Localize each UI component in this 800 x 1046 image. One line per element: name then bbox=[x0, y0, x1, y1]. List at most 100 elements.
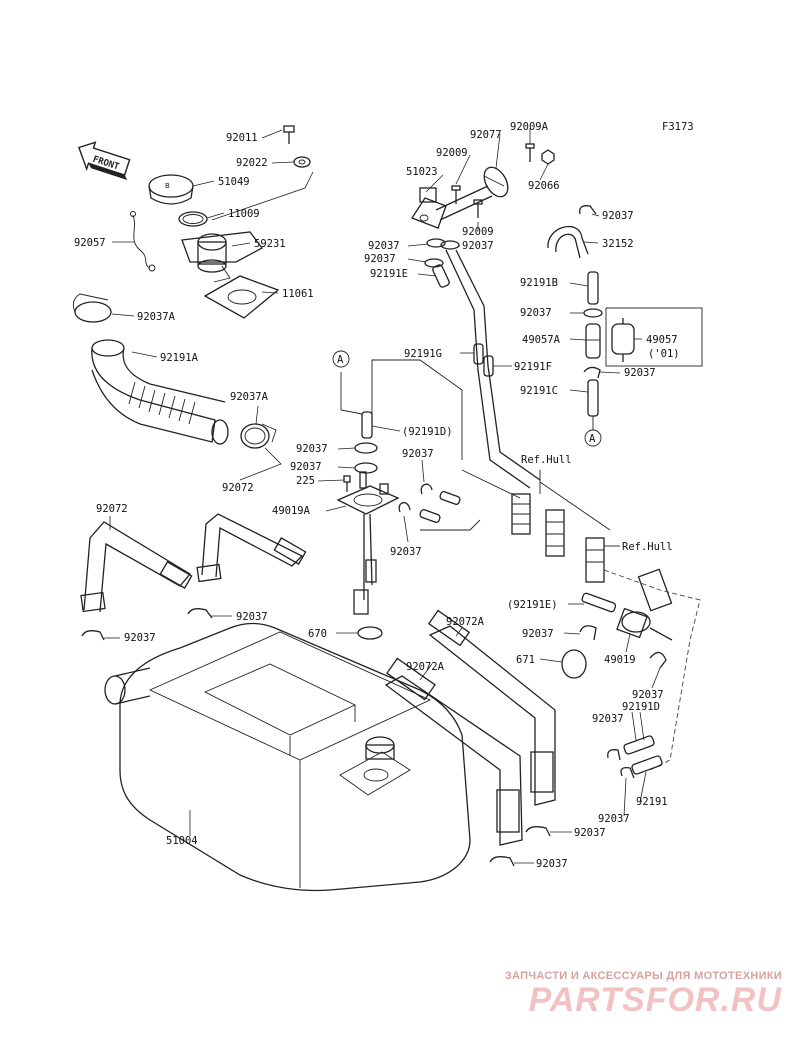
gasket-11009[interactable] bbox=[178, 211, 208, 227]
hose-92191[interactable] bbox=[631, 755, 663, 775]
valve-clamps[interactable] bbox=[424, 238, 460, 268]
hose-92191D-small[interactable] bbox=[361, 411, 373, 439]
hose-pieces-center[interactable] bbox=[398, 483, 461, 523]
label-49057-year: ('01) bbox=[648, 348, 680, 360]
svg-text:A: A bbox=[589, 433, 596, 445]
label-51004: 51004 bbox=[166, 835, 198, 847]
label-51049: 51049 bbox=[218, 176, 250, 188]
bolt-92009-lower[interactable] bbox=[473, 199, 483, 218]
fuel-tank-51004[interactable] bbox=[104, 622, 471, 892]
hull-clip-2[interactable] bbox=[545, 509, 565, 557]
leader-group-filler bbox=[211, 171, 314, 221]
svg-text:B: B bbox=[165, 182, 170, 190]
clamp-92037-right-low[interactable] bbox=[583, 366, 601, 379]
watermark-tagline: ЗАПЧАСТИ И АКСЕССУАРЫ ДЛЯ МОТОТЕХНИКИ bbox=[504, 970, 782, 982]
label-92066: 92066 bbox=[528, 180, 560, 192]
nut-92066[interactable] bbox=[541, 149, 555, 165]
fitting-49057A[interactable] bbox=[585, 323, 601, 359]
label-92191D: 92191D bbox=[622, 701, 660, 713]
label-92037-left-1: 92037 bbox=[236, 611, 268, 623]
hose-92191B[interactable] bbox=[587, 271, 599, 305]
clamp-92037-top-right[interactable] bbox=[579, 205, 597, 215]
hull-clip-4[interactable] bbox=[637, 568, 673, 612]
label-51023: 51023 bbox=[406, 166, 438, 178]
label-11009: 11009 bbox=[228, 208, 260, 220]
label-92057: 92057 bbox=[74, 237, 106, 249]
front-arrow-icon: FRONT bbox=[78, 141, 131, 181]
clamp-92037A-upper[interactable] bbox=[72, 293, 112, 323]
hose-92191E-lower[interactable] bbox=[581, 592, 617, 613]
fuel-pickup-49019A[interactable] bbox=[336, 471, 400, 615]
bolt-92011[interactable] bbox=[283, 125, 295, 144]
fuel-filter-49019[interactable] bbox=[616, 607, 673, 641]
hose-92191D[interactable] bbox=[623, 735, 655, 755]
clamp-92037-left-1[interactable] bbox=[187, 608, 213, 619]
label-59231: 59231 bbox=[254, 238, 286, 250]
label-49057: 49057 bbox=[646, 334, 678, 346]
hose-92191E-upper[interactable] bbox=[432, 264, 450, 288]
valve-body-51023[interactable] bbox=[411, 185, 493, 229]
watermark-brand: PARTSFOR.RU bbox=[528, 981, 782, 1019]
hose-92191C[interactable] bbox=[587, 379, 599, 417]
filler-cap-51049[interactable]: B bbox=[148, 174, 194, 205]
strap-92072A-upper[interactable] bbox=[427, 609, 556, 806]
label-92037-top-right: 92037 bbox=[602, 210, 634, 222]
label-92037-valve-1: 92037 bbox=[368, 240, 400, 252]
label-92037-lower-right: 92037 bbox=[592, 713, 624, 725]
hose-92191G[interactable] bbox=[473, 343, 484, 365]
hull-clip-3[interactable] bbox=[585, 537, 605, 583]
label-92037-valve-2: 92037 bbox=[364, 253, 396, 265]
label-ref-hull-1: Ref.Hull bbox=[521, 454, 572, 466]
strap-92072-left[interactable] bbox=[80, 521, 193, 613]
valve-cap-92077[interactable] bbox=[479, 163, 512, 201]
oring-670[interactable] bbox=[357, 626, 383, 640]
clamp-92037-right-mid[interactable] bbox=[583, 308, 603, 318]
clamp-92037-bottom-2[interactable] bbox=[489, 856, 515, 867]
label-92191G: 92191G bbox=[404, 348, 442, 360]
label-92037A-2: 92037A bbox=[230, 391, 269, 403]
clamp-92037A-lower[interactable] bbox=[240, 423, 277, 449]
label-92191B: 92191B bbox=[520, 277, 558, 289]
bolt-92009A[interactable] bbox=[525, 143, 535, 162]
leader-92072-lower bbox=[239, 447, 282, 481]
clamps-pickup[interactable] bbox=[354, 442, 378, 474]
label-92191D-paren: (92191D) bbox=[402, 426, 453, 438]
vent-hose-1 bbox=[445, 249, 531, 489]
label-92037-valve-3: 92037 bbox=[462, 240, 494, 252]
clamp-92037-filter[interactable] bbox=[579, 625, 597, 641]
gasket-11061[interactable] bbox=[203, 275, 280, 319]
hose-92191A[interactable] bbox=[91, 339, 229, 445]
label-92037-pickup-3: 92037 bbox=[402, 448, 434, 460]
clamp-92037-bottom-1[interactable] bbox=[525, 826, 551, 837]
label-92037-filter: 92037 bbox=[522, 628, 554, 640]
bolt-92009-upper[interactable] bbox=[451, 185, 461, 204]
screw-225[interactable] bbox=[343, 475, 351, 492]
ref-hull-line-1 bbox=[539, 470, 611, 531]
clamp-92037-filter-right[interactable] bbox=[649, 651, 667, 669]
filler-neck-59231[interactable] bbox=[181, 231, 263, 283]
label-92191E-paren: (92191E) bbox=[507, 599, 558, 611]
clamps-lower-right[interactable] bbox=[607, 749, 635, 779]
label-92037A-1: 92037A bbox=[137, 311, 176, 323]
label-32152: 32152 bbox=[602, 238, 634, 250]
strap-92072-middle[interactable] bbox=[196, 513, 307, 583]
hose-32152[interactable] bbox=[547, 226, 589, 259]
label-49019A: 49019A bbox=[272, 505, 311, 517]
label-92037-right-low: 92037 bbox=[624, 367, 656, 379]
label-92072-left: 92072 bbox=[96, 503, 128, 515]
label-92009-upper: 92009 bbox=[436, 147, 468, 159]
hose-route-A bbox=[340, 359, 463, 460]
clamp-92037-left-2[interactable] bbox=[81, 630, 105, 641]
callout-a-right: A bbox=[584, 416, 602, 447]
oring-671[interactable] bbox=[561, 649, 587, 679]
washer-92022[interactable] bbox=[293, 156, 311, 168]
vent-hose-3 bbox=[420, 469, 521, 531]
callout-a-top: A bbox=[332, 350, 350, 368]
label-92037-bottom-right: 92037 bbox=[598, 813, 630, 825]
hull-clip-1[interactable] bbox=[511, 493, 531, 535]
strap-92057[interactable] bbox=[130, 211, 156, 272]
label-671: 671 bbox=[516, 654, 535, 666]
label-92037-bottom-1: 92037 bbox=[574, 827, 606, 839]
strap-92072A-lower[interactable] bbox=[384, 657, 523, 846]
label-92191A: 92191A bbox=[160, 352, 199, 364]
